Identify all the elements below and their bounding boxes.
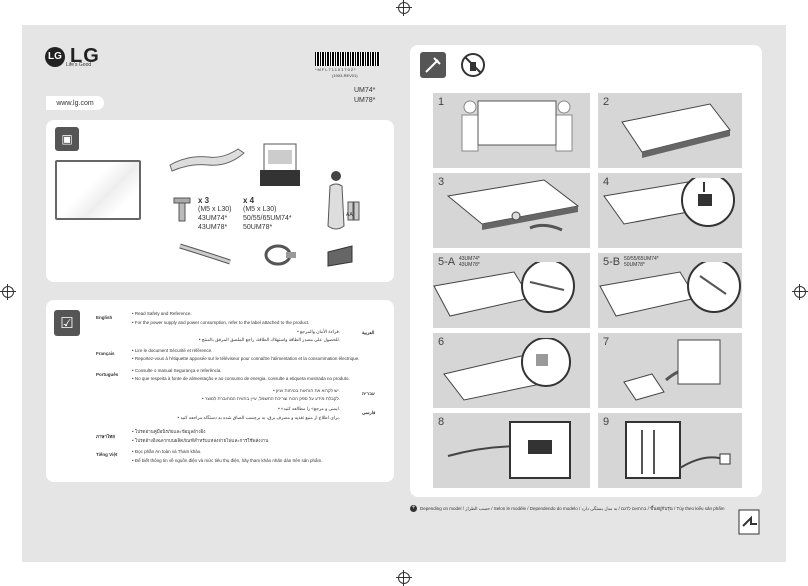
step-5a-models: 43UM74* 43UM78* — [459, 256, 480, 268]
lang-farsi: فارسی — [362, 410, 376, 415]
screw-model-b1: 50/55/65UM74* — [243, 215, 292, 222]
cable-tie-illustration — [179, 243, 231, 265]
screws-a: x 3 (M5 x L30) 43UM74* 43UM78* — [198, 196, 231, 232]
footnote: +Depending on model / حسب الطراز / Selon… — [410, 505, 725, 513]
step-5b-number: 5-B — [603, 256, 621, 268]
page-turn-icon — [737, 508, 761, 536]
step-5a-model2: 43UM78* — [459, 262, 480, 268]
arabic-line1: • قراءة الأمان والمرجع. — [297, 329, 340, 334]
lang-arabic: العربية — [362, 330, 375, 335]
stand-base-illustration — [169, 148, 245, 172]
lg-logo-mark: LG — [45, 46, 65, 67]
brand-tagline: Life's Good — [66, 62, 92, 68]
screw-model-b2: 50UM78* — [243, 224, 273, 231]
website-link[interactable]: www.lg.com — [46, 96, 104, 110]
step-7-number: 7 — [603, 336, 610, 348]
model-um74: UM74* — [354, 87, 376, 94]
viet-line1: • Đọc phần An toàn và Tham khảo. — [132, 449, 202, 454]
registration-mark-top — [396, 0, 412, 16]
viet-line2: • Để biết thông tin về nguồn điện và mức… — [132, 458, 323, 463]
model-list: UM74* UM78* — [354, 86, 375, 106]
francais-line2: • Reportez-vous à l'étiquette apposée su… — [132, 356, 360, 361]
step-2-tv-facedown — [621, 103, 731, 158]
screw-model-a2: 43UM78* — [198, 224, 228, 231]
battery-label: AA — [346, 212, 353, 218]
screw-qty-b: x 4 — [243, 196, 255, 205]
box-icon: ▣ — [55, 127, 79, 151]
step-5b-models: 50/55/65UM74* 50UM78* — [624, 256, 659, 268]
step-3-number: 3 — [438, 176, 445, 188]
step-5b-model2: 50UM78* — [624, 262, 645, 268]
step-5b-model1: 50/55/65UM74* — [624, 256, 659, 262]
step-2-number: 2 — [603, 96, 610, 108]
safety-panel — [46, 300, 394, 482]
barcode-code: *MFL71101702* — [315, 67, 357, 72]
step-1-number: 1 — [438, 96, 445, 108]
step-5b-screw-illustration — [599, 262, 741, 317]
lang-francais: Français — [96, 351, 115, 356]
screw-illustration — [173, 197, 191, 222]
cover-illustration — [327, 245, 353, 267]
barcode-rev: (1903-REV01) — [332, 73, 358, 78]
arabic-line2: • للحصول على مصدر الطاقة واستهلاك الطاقة… — [198, 337, 340, 342]
francais-line1: • Lire le document Sécurité et référence… — [132, 348, 213, 353]
step-5a-model1: 43UM74* — [459, 256, 480, 262]
footnote-text: Depending on model / حسب الطراز / Selon … — [420, 506, 725, 511]
registration-mark-left — [0, 284, 16, 300]
lg-logo: LG LG — [45, 45, 100, 68]
lang-hebrew: עברית — [362, 391, 375, 396]
registration-mark-right — [792, 284, 808, 300]
step-9-cable-manage-illustration — [625, 421, 731, 479]
step-7-stand-up-illustration — [623, 339, 721, 401]
step-5a-screw-illustration — [433, 262, 575, 317]
lang-vietnamese: Tiếng Việt — [96, 452, 118, 457]
screw-qty-a: x 3 — [198, 196, 210, 205]
lang-thai: ภาษาไทย — [96, 434, 115, 439]
step-8-cover-illustration — [447, 421, 571, 479]
step-5a-number: 5-A — [438, 256, 456, 268]
farsi-line2: • برای اطلاع از منبع تغذیه و مصرف برق، ب… — [177, 415, 341, 420]
depending-on-model-icon: + — [410, 505, 417, 513]
screw-spec-b: (M5 x L30) — [243, 206, 277, 213]
step-3-attach-stand — [446, 179, 580, 232]
screw-model-a1: 43UM74* — [198, 215, 228, 222]
step-6-cable-illustration — [443, 338, 571, 401]
manual-illustration — [260, 143, 300, 186]
english-line1: • Read Safety and Reference. — [132, 311, 192, 316]
step-9-number: 9 — [603, 416, 610, 428]
step-4-insert-stand — [603, 178, 735, 227]
no-spray-icon — [460, 52, 486, 78]
screws-b: x 4 (M5 x L30) 50/55/65UM74* 50UM78* — [243, 196, 292, 232]
lang-english: English — [96, 315, 113, 320]
checkmark-icon: ☑ — [54, 310, 80, 336]
cleaning-icon — [420, 52, 446, 78]
hebrew-line2: • לקבלת מידע על ספק הכוח וצריכת החשמל, ע… — [202, 396, 340, 401]
step-6-number: 6 — [438, 336, 445, 348]
english-line2: • For the power supply and power consump… — [132, 320, 310, 325]
registration-mark-bottom — [396, 570, 412, 586]
tv-illustration — [55, 160, 141, 220]
lang-portugues: Português — [96, 372, 119, 377]
thai-line2: • โปรดอ้างอิงฉลากบนผลิตภัณฑ์สำหรับแหล่งจ… — [132, 438, 269, 443]
step-1-lift-illustration — [461, 100, 573, 152]
step-8-number: 8 — [438, 416, 445, 428]
cable-holder-illustration — [264, 244, 296, 266]
barcode — [315, 52, 380, 66]
brand-name: LG — [70, 45, 100, 67]
farsi-line1: • «ایمنی و مرجع» را مطالعه کنید. — [278, 406, 340, 411]
step-4-number: 4 — [603, 176, 610, 188]
screw-spec-a: (M5 x L30) — [198, 206, 232, 213]
hebrew-line1: • יש לקרוא את הוראות בטיחות ועיון. — [273, 388, 340, 393]
remote-illustration — [327, 171, 360, 230]
portugues-line1: • Consulte o manual Segurança e referênc… — [132, 368, 222, 373]
thai-line1: • โปรดอ่านคู่มือนิรภัยและข้อมูลอ้างอิง — [132, 429, 206, 434]
portugues-line2: • No que respeita à fonte de alimentação… — [132, 376, 350, 381]
model-um78: UM78* — [354, 97, 376, 104]
